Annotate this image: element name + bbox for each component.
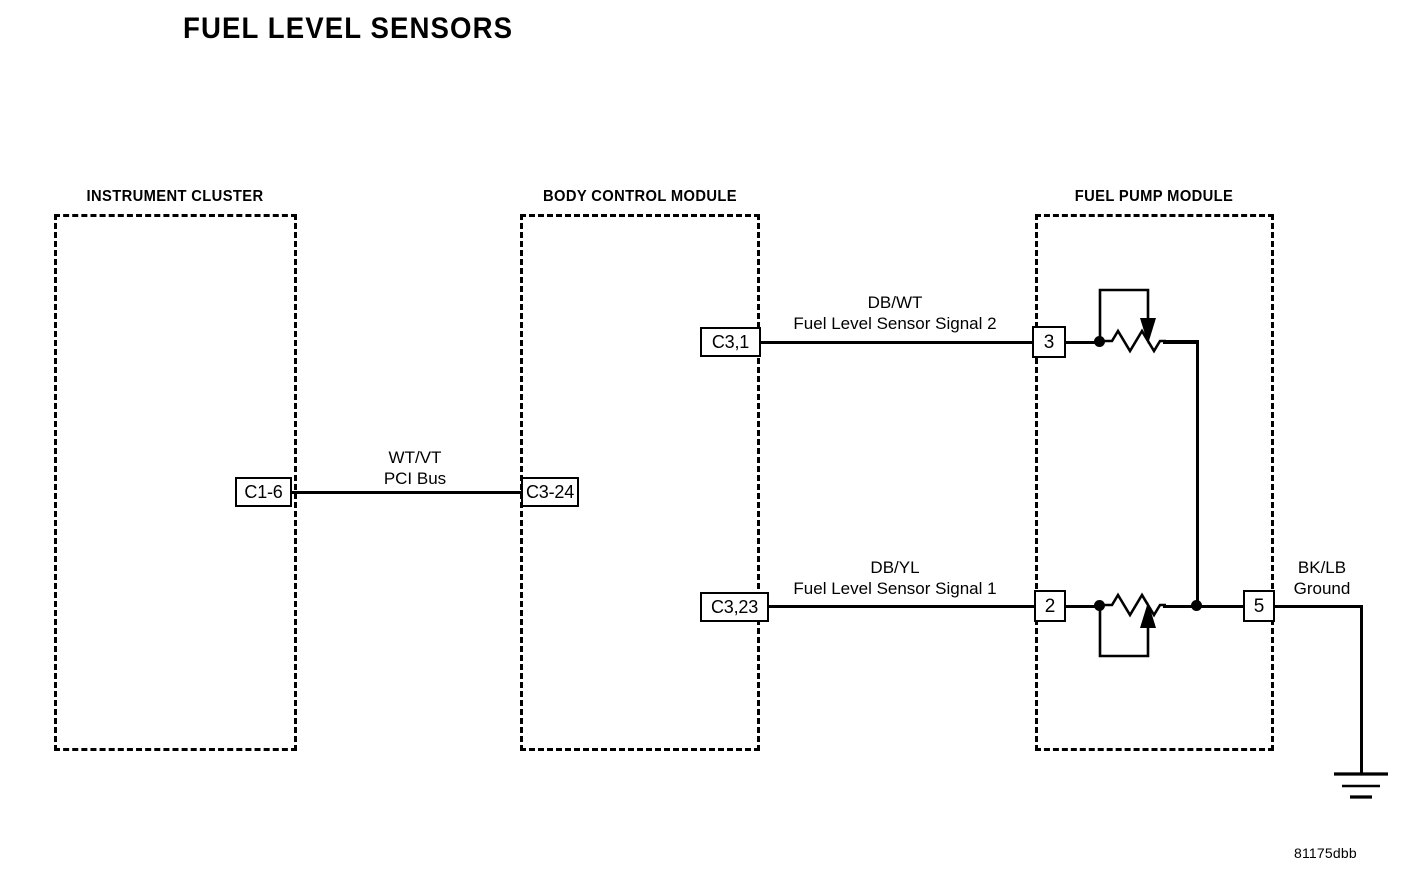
wire-ground-drop	[1360, 605, 1363, 773]
wire-signal-2-run	[759, 341, 1035, 344]
pin-3[interactable]: 3	[1032, 326, 1066, 358]
module-label-instrument-cluster: INSTRUMENT CLUSTER	[86, 188, 264, 205]
wire-color-code-pci-bus: WT/VT	[388, 448, 442, 467]
connector-c3-23[interactable]: C3,23	[700, 592, 769, 622]
wire-ground-run	[1275, 605, 1363, 608]
wire-pin3-to-sensor2	[1066, 341, 1100, 344]
wire-color-code-ground: BK/LB	[1297, 558, 1347, 577]
wire-sensor2-riser	[1196, 341, 1199, 606]
wire-signal-1-run	[767, 605, 1035, 608]
wire-pci-bus-run	[291, 491, 523, 494]
module-label-body-control-module: BODY CONTROL MODULE	[542, 188, 738, 205]
pin-2[interactable]: 2	[1034, 590, 1066, 622]
wire-sensor2-to-riser	[1163, 340, 1199, 344]
module-box-fuel-pump-module	[1035, 214, 1274, 751]
wire-color-code-signal-2: DB/WT	[867, 293, 923, 312]
wire-name-pci-bus: PCI Bus	[383, 469, 447, 488]
wire-pin2-to-sensor1	[1066, 605, 1100, 608]
module-box-instrument-cluster	[54, 214, 297, 751]
page-title: FUEL LEVEL SENSORS	[183, 12, 514, 45]
junction-dot-ground-rail	[1191, 600, 1202, 611]
wire-label-fuel-level-sensor-signal-2: DB/WT Fuel Level Sensor Signal 2	[750, 292, 1040, 334]
module-label-fuel-pump-module: FUEL PUMP MODULE	[1074, 188, 1234, 205]
connector-c3-24[interactable]: C3-24	[521, 477, 579, 507]
wire-sensor1-to-pin5	[1163, 605, 1245, 608]
footer-code: 81175dbb	[1294, 845, 1357, 861]
wire-label-pci-bus: WT/VT PCI Bus	[300, 447, 530, 489]
wire-name-ground: Ground	[1293, 579, 1351, 598]
wire-label-ground: BK/LB Ground	[1268, 557, 1376, 599]
junction-dot-sensor-1	[1094, 600, 1105, 611]
junction-dot-sensor-2	[1094, 336, 1105, 347]
wire-label-fuel-level-sensor-signal-1: DB/YL Fuel Level Sensor Signal 1	[750, 557, 1040, 599]
wire-name-signal-2: Fuel Level Sensor Signal 2	[793, 314, 997, 333]
wire-color-code-signal-1: DB/YL	[870, 558, 920, 577]
chassis-ground-icon	[1334, 772, 1388, 799]
wire-name-signal-1: Fuel Level Sensor Signal 1	[793, 579, 997, 598]
pin-5[interactable]: 5	[1243, 590, 1275, 622]
connector-c1-6[interactable]: C1-6	[235, 477, 292, 507]
connector-c3-1[interactable]: C3,1	[700, 327, 761, 357]
